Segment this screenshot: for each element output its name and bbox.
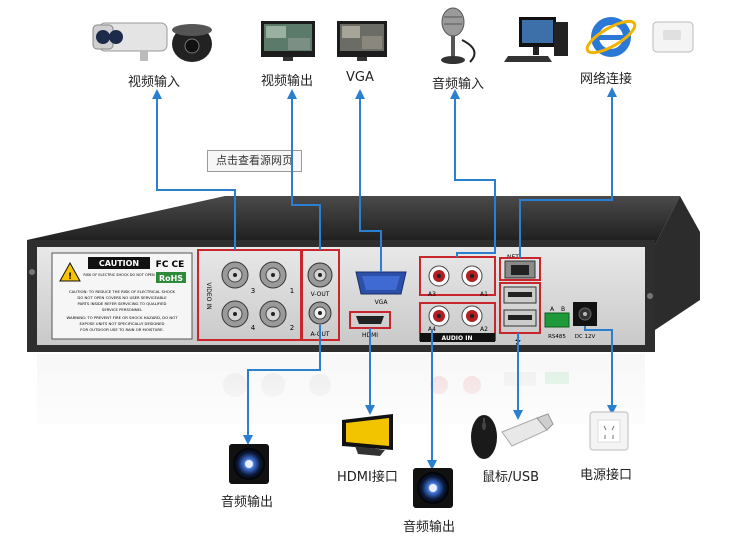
bnc-port-3 — [221, 261, 249, 289]
dc12v-label: DC 12V — [575, 334, 596, 340]
video-in-tag: VIDEO IN — [205, 282, 212, 309]
caution-text-1: CAUTION: TO REDUCE THE RISK OF ELECTRICA… — [69, 289, 175, 294]
a3-label: A3 — [428, 291, 436, 298]
microphone-icon — [441, 7, 476, 64]
video-in-bnc-group: VIDEO IN 3 1 4 2 — [197, 249, 302, 341]
vga-port: VGA — [355, 271, 407, 306]
speaker-icon — [229, 444, 269, 484]
hdmi-monitor-icon — [342, 414, 393, 456]
usb-drive-icon — [501, 413, 554, 447]
svg-text:!: ! — [68, 272, 72, 282]
camera-bullet-icon — [92, 22, 168, 61]
router-icon — [652, 21, 694, 53]
a4-label: A4 — [428, 326, 436, 333]
audio-in-group: A1 A3 A4 A2 AUDIO IN — [419, 256, 496, 342]
label-audio-out-2: 音频输出 — [403, 520, 456, 535]
label-video-in: 视频输入 — [128, 75, 181, 90]
label-mouse-usb: 鼠标/USB — [482, 470, 540, 485]
ch4-label: 4 — [251, 324, 256, 332]
ie-browser-icon — [585, 17, 637, 57]
vga-port-label: VGA — [375, 299, 389, 306]
warning-text-3: FOR OUTDOOR USE TO RAIN OR MOISTURE. — [80, 327, 163, 332]
ch2-label: 2 — [290, 324, 294, 332]
fc-mark: FC CE — [156, 260, 185, 270]
rohs-mark: RoHS — [159, 274, 183, 283]
rs485-label: RS485 — [548, 334, 566, 340]
camera-dome-icon — [172, 24, 212, 62]
label-network: 网络连接 — [580, 72, 633, 87]
speaker-icon — [413, 468, 453, 508]
caution-text-4: SERVICE PERSONNEL — [102, 307, 143, 312]
warning-text-1: WARNING: TO PREVENT FIRE OR SHOCK HAZARD… — [66, 315, 178, 320]
power-socket-icon — [589, 411, 629, 451]
monitor-vga-icon — [337, 21, 387, 61]
monitor-icon — [261, 21, 315, 61]
label-video-out: 视频输出 — [261, 74, 314, 89]
dc-power-jack: DC 12V — [573, 302, 597, 340]
label-power-port: 电源接口 — [580, 468, 633, 483]
warning-text-2: EXPOSE UNITS NOT SPECIFICALLY DESIGNED — [80, 321, 165, 326]
mouse-icon — [471, 415, 497, 459]
caution-text-3: PARTS INSIDE REFER SERVICING TO QUALIFIE… — [78, 301, 167, 306]
rs485-a: A — [550, 306, 555, 313]
computer-icon — [504, 17, 568, 62]
rs485-terminal: A B RS485 — [544, 306, 570, 340]
connection-arrows — [152, 87, 617, 470]
caution-text-2: DO NOT OPEN COVERS NO USER SERVICEABLE — [77, 295, 167, 300]
net-usb-group: NET ⭍ — [499, 254, 541, 346]
audio-in-tag: AUDIO IN — [442, 335, 473, 342]
view-source-button[interactable]: 点击查看源网页 — [207, 150, 302, 172]
a1-label: A1 — [480, 291, 488, 298]
label-vga: VGA — [346, 70, 374, 85]
caution-label: ! CAUTION RISK OF ELECTRIC SHOCK DO NOT … — [51, 252, 193, 340]
bnc-port-2 — [259, 300, 287, 328]
ch1-label: 1 — [290, 287, 294, 295]
ch3-label: 3 — [251, 287, 255, 295]
label-audio-out-1: 音频输出 — [221, 495, 274, 510]
caution-title: CAUTION — [99, 259, 139, 268]
label-audio-in: 音频输入 — [432, 77, 485, 92]
bnc-port-4 — [221, 300, 249, 328]
v-out-label: V-OUT — [311, 291, 330, 298]
caution-sub: RISK OF ELECTRIC SHOCK DO NOT OPEN — [83, 273, 155, 277]
a2-label: A2 — [480, 326, 488, 333]
rs485-b: B — [561, 306, 565, 313]
label-hdmi-port: HDMI接口 — [337, 470, 398, 485]
bnc-port-1 — [259, 261, 287, 289]
